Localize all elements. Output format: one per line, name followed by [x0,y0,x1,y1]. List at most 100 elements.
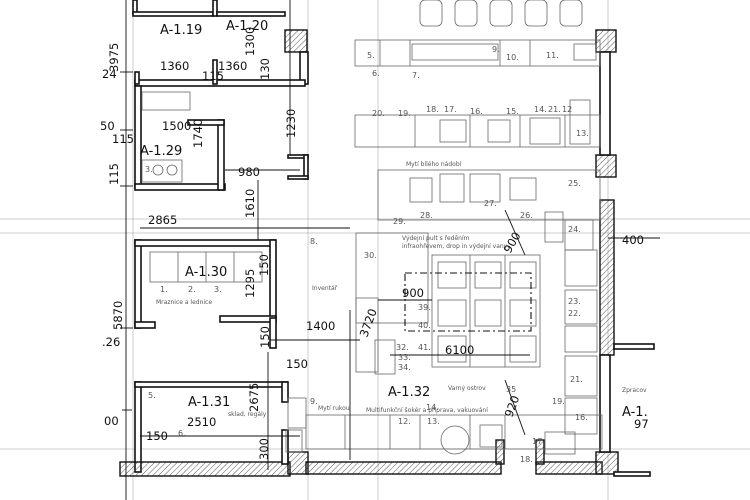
label-item_numbers-n33: 33. [398,353,411,362]
label-item_numbers-n18: 18. [426,105,439,114]
label-item_numbers-n13b: 13. [427,417,440,426]
column-bottom-b [595,451,619,475]
label-item_numbers-n29: 29. [393,217,406,226]
label-item_numbers-n3b: 3. [145,165,153,174]
label-notes-myti_rukou: Mytí rukou [318,405,350,412]
label-dimensions-d1610: 1610 [243,189,257,218]
label-item_numbers-n34: 34. [398,363,411,372]
column-mid-b [595,154,617,178]
bottom-wall-mid [305,461,502,475]
label-item_numbers-n21b: 21. [570,375,583,384]
label-dimensions-d150d: 150 [146,429,168,443]
label-dimensions-d2865: 2865 [148,213,177,227]
label-dimensions-d50: 50 [100,119,115,133]
label-dimensions-d00: 00 [104,414,119,428]
label-notes-varny: Varný ostrov [448,385,486,392]
column-top-b [595,29,617,53]
label-item_numbers-n21: 21. [548,105,561,114]
label-item_numbers-n40: 40. [418,321,431,330]
label-item_numbers-n5a: 5. [367,51,375,60]
label-dimensions-d1360b: 1360 [218,59,247,73]
label-item_numbers-n6a: 6. [372,69,380,78]
label-item_numbers-n12a: 12 [562,105,572,114]
label-dimensions-d900b: 900 [402,286,424,300]
label-item_numbers-n41: 41. [418,343,431,352]
label-dimensions-d130: 130 [258,58,272,80]
label-item_numbers-n10: 10. [506,53,519,62]
label-item_numbers-n13: 13. [576,129,589,138]
island-outline [404,272,532,332]
label-dimensions-d2510: 2510 [187,415,216,429]
label-item_numbers-n23: 23. [568,297,581,306]
label-item_numbers-n6b: 6. [178,429,186,438]
label-item_numbers-n28: 28. [420,211,433,220]
room-label-a1x: A-1. [622,405,648,420]
label-item_numbers-n11: 11. [546,51,559,60]
label-notes-regaly: sklad, regály [228,411,267,418]
label-dimensions-d150a: 150 [257,254,271,276]
label-item_numbers-n35: 35 [506,385,516,394]
right-wall-hatch [599,199,615,356]
label-item_numbers-n16: 16. [470,107,483,116]
room-label-a130: A-1.30 [185,265,227,280]
label-dimensions-d115a: 115 [202,69,224,83]
label-notes-multifunkcni: Multifunkční šokér a příprava, vakuování [366,407,488,414]
label-item_numbers-n14b: 14. [426,403,439,412]
room-label-a119: A-1.19 [160,23,202,38]
label-notes-mraznice: Mraznice a lednice [156,299,212,306]
dimension-lines [120,0,660,500]
label-item_numbers-n9b: 9. [310,397,318,406]
label-item_numbers-n32: 32. [396,343,409,352]
label-item_numbers-n2: 2. [188,285,196,294]
bottom-wall-left [119,461,291,477]
label-dimensions-d150c: 150 [286,357,308,371]
label-item_numbers-n12b: 12. [398,417,411,426]
room-label-a129: A-1.29 [140,144,182,159]
label-item_numbers-n19b: 19. [552,397,565,406]
label-item_numbers-n26: 26. [520,211,533,220]
label-item_numbers-n17: 17. [444,105,457,114]
label-item_numbers-n25: 25. [568,179,581,188]
label-notes-myti_bileho: Mytí bílého nádobí [406,161,462,168]
label-item_numbers-n17b: 17. [532,437,545,446]
label-dimensions-d1500: 1500 [162,119,191,133]
label-dimensions-d26: .26 [102,335,120,349]
label-dimensions-d115c: 115 [107,163,121,185]
label-notes-vydejni1: Výdejní pult s ředěním [402,235,470,242]
label-item_numbers-n7a: 7. [412,71,420,80]
label-item_numbers-n9a: 9. [492,45,500,54]
room-label-a132: A-1.32 [388,385,430,400]
label-item_numbers-n5b: 5. [148,391,156,400]
label-dimensions-d400: 400 [622,233,644,247]
text-layer: A-1.19 A-1.20A-1.29A-1.30A-1.31 A-1.32A-1.… [100,19,649,464]
room-label-a120: A-1.20 [226,19,268,34]
label-dimensions-d300: 300 [257,438,271,460]
label-item_numbers-n16b: 16. [575,413,588,422]
kitchen-equipment [141,0,603,455]
label-item_numbers-n39: 39. [418,303,431,312]
label-item_numbers-n8: 8. [310,237,318,246]
room-label-a131: A-1.31 [188,395,230,410]
label-dimensions-d1360a: 1360 [160,59,189,73]
column-bottom-a [287,451,309,475]
bottom-wall-right [535,461,603,475]
label-dimensions-d1300: 1300 [243,27,257,56]
label-dimensions-d2675: 2675 [247,383,261,412]
label-item_numbers-n3: 3. [214,285,222,294]
label-dimensions-d1400: 1400 [306,319,335,333]
label-dimensions-d3975: 3975 [107,43,121,72]
walls [119,0,655,477]
label-dimensions-d6100: 6100 [445,343,474,357]
label-item_numbers-n20: 20. [372,109,385,118]
label-item_numbers-n15: 15. [506,107,519,116]
label-item_numbers-n19: 19. [398,109,411,118]
label-item_numbers-n27: 27. [484,199,497,208]
column-top-a [284,29,308,53]
label-dimensions-d24: 24 [102,67,117,81]
label-item_numbers-n1: 1. [160,285,168,294]
label-dimensions-d150b: 150 [258,326,272,348]
label-dimensions-d1230: 1230 [284,109,298,138]
label-item_numbers-n14: 14. [534,105,547,114]
label-notes-vydejni2: infraohřevem, drop in výdejní vany [402,243,508,250]
